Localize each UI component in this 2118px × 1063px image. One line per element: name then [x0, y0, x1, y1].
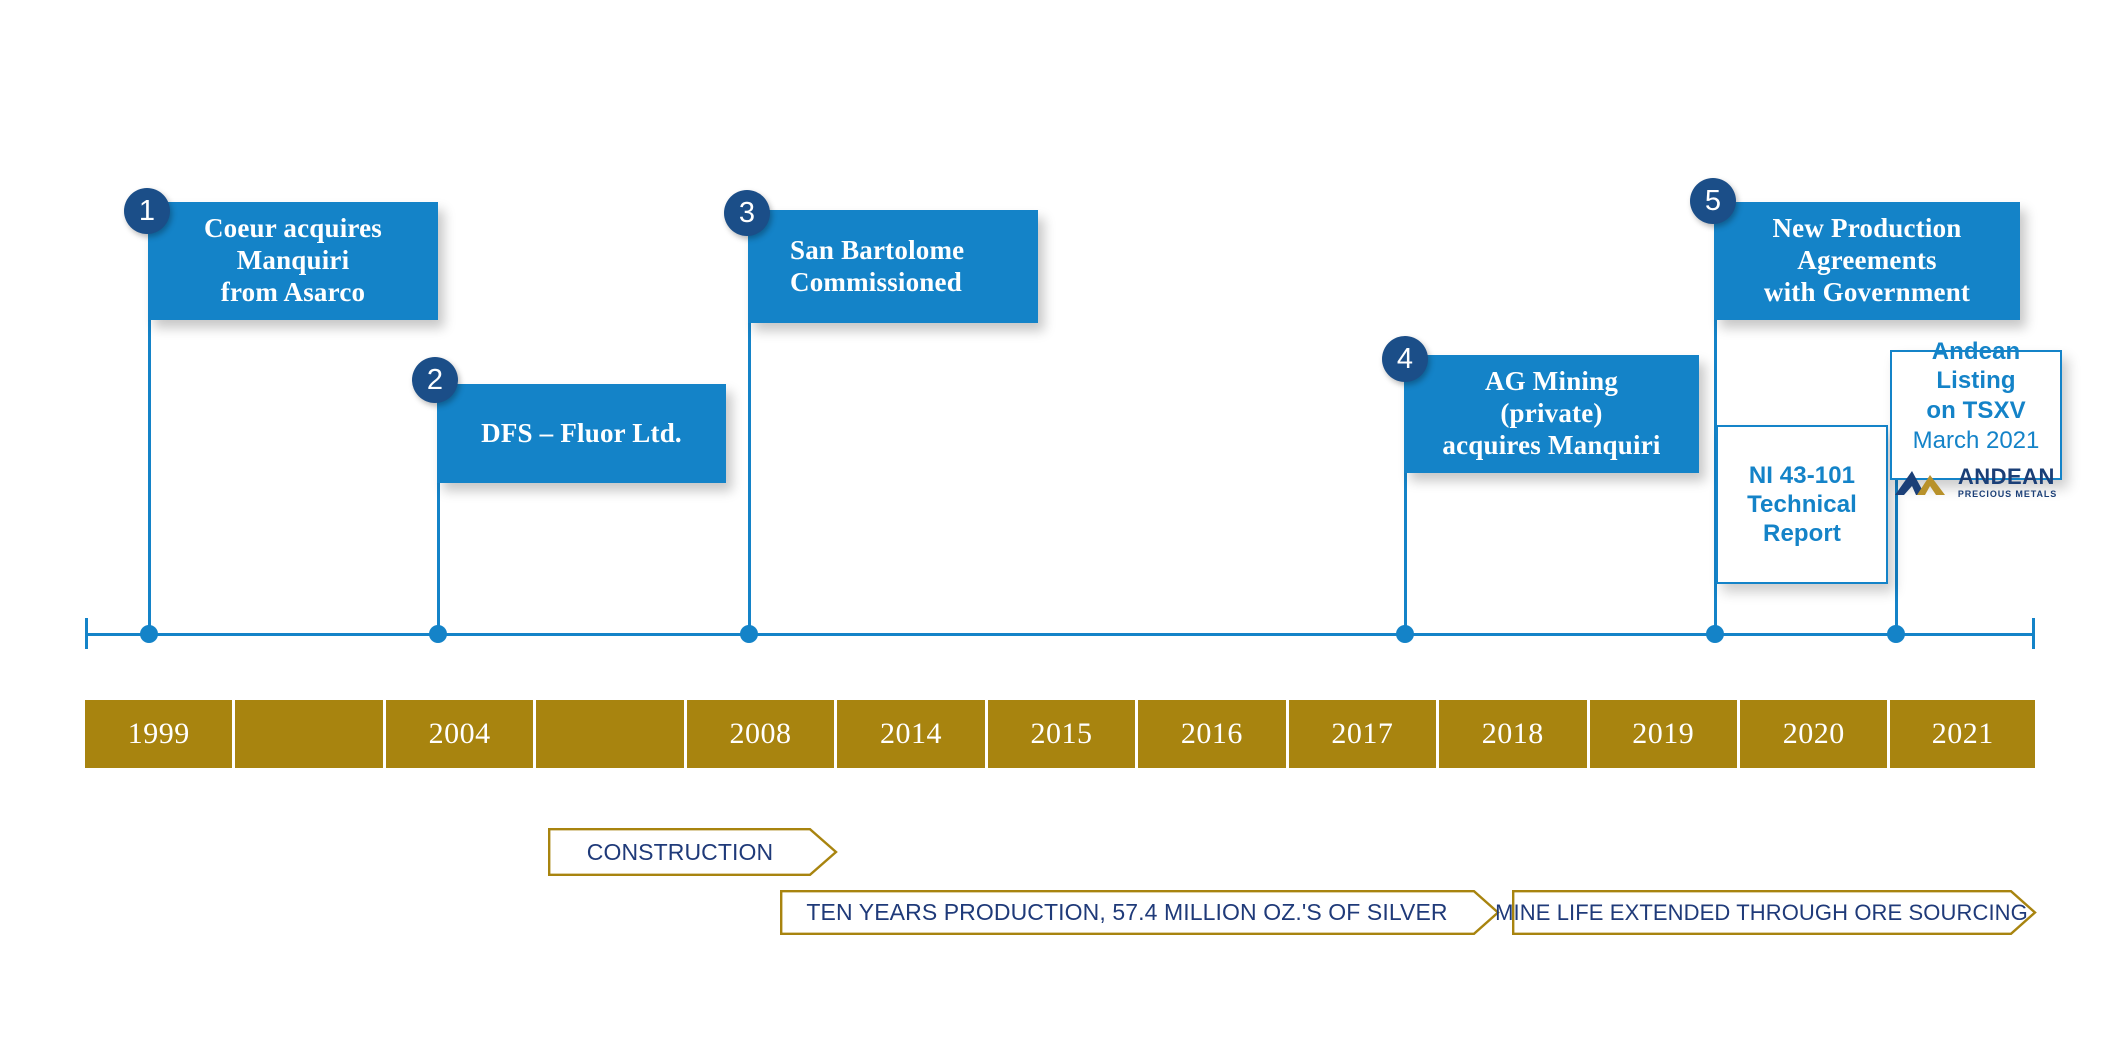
timeline-axis: [85, 633, 2035, 636]
arrow-shape-icon: [548, 828, 838, 876]
year-label: 2017: [1331, 717, 1394, 750]
card-stem-andean: [1895, 455, 1898, 635]
timeline-axis-cap-left: [85, 618, 88, 649]
year-bar: 1999 2004 2008 2014 2015 2016 2017 2018 …: [85, 700, 2035, 768]
ni-43-101-title: NI 43-101 Technical Report: [1747, 461, 1857, 548]
year-cell[interactable]: 2016: [1138, 700, 1286, 768]
year-label: 1999: [127, 717, 190, 750]
year-cell[interactable]: 2019: [1589, 700, 1737, 768]
milestone-label-2: DFS – Fluor Ltd.: [481, 417, 682, 448]
milestone-flag-4[interactable]: AG Mining (private) acquires Manquiri: [1404, 355, 1699, 473]
year-cell[interactable]: 2004: [385, 700, 534, 768]
milestone-flag-5[interactable]: New Production Agreements with Governmen…: [1714, 202, 2020, 320]
milestone-label-1: Coeur acquires Manquiri from Asarco: [203, 213, 383, 307]
andean-listing-title: Andean Listing on TSXV: [1926, 338, 2026, 424]
milestone-flag-2[interactable]: DFS – Fluor Ltd.: [437, 384, 726, 483]
phase-label-mine-life: MINE LIFE EXTENDED THROUGH ORE SOURCING: [1495, 899, 2028, 925]
milestone-badge-1[interactable]: 1: [124, 188, 170, 234]
timeline-node-1[interactable]: [140, 625, 158, 643]
andean-logo-wordmark: ANDEAN PRECIOUS METALS: [1957, 463, 2058, 499]
milestone-stem-5: [1714, 205, 1717, 635]
andean-logo-line2: PRECIOUS METALS: [1957, 488, 2058, 499]
milestone-badge-3[interactable]: 3: [724, 190, 770, 236]
timeline-node-6[interactable]: [1887, 625, 1905, 643]
milestone-badge-5[interactable]: 5: [1690, 178, 1736, 224]
milestone-stem-3: [748, 210, 751, 635]
phase-arrow-mine-life[interactable]: MINE LIFE EXTENDED THROUGH ORE SOURCING: [1495, 890, 2037, 935]
year-cell[interactable]: 2017: [1288, 700, 1437, 768]
milestone-label-5: New Production Agreements with Governmen…: [1763, 213, 1971, 307]
year-cell[interactable]: 2008: [686, 700, 835, 768]
milestone-badge-number-5: 5: [1704, 184, 1722, 217]
timeline-node-5[interactable]: [1706, 625, 1724, 643]
andean-precious-metals-logo: ANDEAN PRECIOUS METALS: [1894, 463, 2058, 499]
year-cell[interactable]: [536, 700, 684, 768]
year-cell[interactable]: 2015: [987, 700, 1136, 768]
year-label: 2019: [1632, 717, 1695, 750]
year-cell[interactable]: 2021: [1890, 700, 2035, 768]
year-label: 2015: [1030, 717, 1093, 750]
andean-listing-card[interactable]: Andean Listing on TSXV March 2021 ANDEAN…: [1890, 338, 2062, 498]
phase-label-production: TEN YEARS PRODUCTION, 57.4 MILLION OZ.'S…: [806, 899, 1448, 925]
year-label: 2020: [1782, 717, 1845, 750]
timeline-node-2[interactable]: [429, 625, 447, 643]
year-cell[interactable]: 2018: [1439, 700, 1587, 768]
year-label: 2004: [428, 717, 491, 750]
year-label: 2008: [729, 717, 792, 750]
year-cell[interactable]: 2014: [837, 700, 985, 768]
milestone-label-4: AG Mining (private) acquires Manquiri: [1442, 366, 1661, 460]
andean-mountain-icon: [1894, 471, 1945, 496]
year-cell[interactable]: 2020: [1739, 700, 1888, 768]
milestone-stem-4: [1404, 355, 1407, 635]
timeline-node-3[interactable]: [740, 625, 758, 643]
timeline-node-4[interactable]: [1396, 625, 1414, 643]
year-label: 2018: [1481, 717, 1544, 750]
timeline-axis-cap-right: [2032, 618, 2035, 649]
milestone-badge-2[interactable]: 2: [412, 357, 458, 403]
year-label: 2016: [1180, 717, 1243, 750]
year-cell[interactable]: 1999: [85, 700, 233, 768]
phase-label-construction: CONSTRUCTION: [586, 838, 774, 865]
year-label: 2014: [879, 717, 942, 750]
milestone-label-3: San Bartolome Commissioned: [790, 234, 965, 297]
milestone-badge-number-4: 4: [1396, 342, 1414, 375]
milestone-flag-3[interactable]: San Bartolome Commissioned: [748, 210, 1038, 323]
milestone-badge-number-3: 3: [738, 196, 756, 229]
year-cell[interactable]: [235, 700, 383, 768]
milestone-badge-number-1: 1: [138, 194, 156, 227]
arrow-shape-icon: [780, 890, 1500, 935]
phase-arrow-construction[interactable]: CONSTRUCTION: [548, 828, 838, 876]
year-label: 2021: [1931, 717, 1994, 750]
milestone-stem-1: [148, 205, 151, 635]
milestone-flag-1[interactable]: Coeur acquires Manquiri from Asarco: [148, 202, 438, 320]
ni-43-101-card[interactable]: NI 43-101 Technical Report: [1716, 425, 1888, 584]
milestone-badge-4[interactable]: 4: [1382, 336, 1428, 382]
milestone-badge-number-2: 2: [426, 363, 444, 396]
arrow-shape-icon: [1512, 890, 2037, 935]
andean-logo-line1: ANDEAN: [1957, 463, 2055, 489]
phase-arrow-production[interactable]: TEN YEARS PRODUCTION, 57.4 MILLION OZ.'S…: [780, 890, 1500, 935]
milestone-stem-2: [437, 360, 440, 635]
andean-listing-date: March 2021: [1912, 426, 2040, 454]
